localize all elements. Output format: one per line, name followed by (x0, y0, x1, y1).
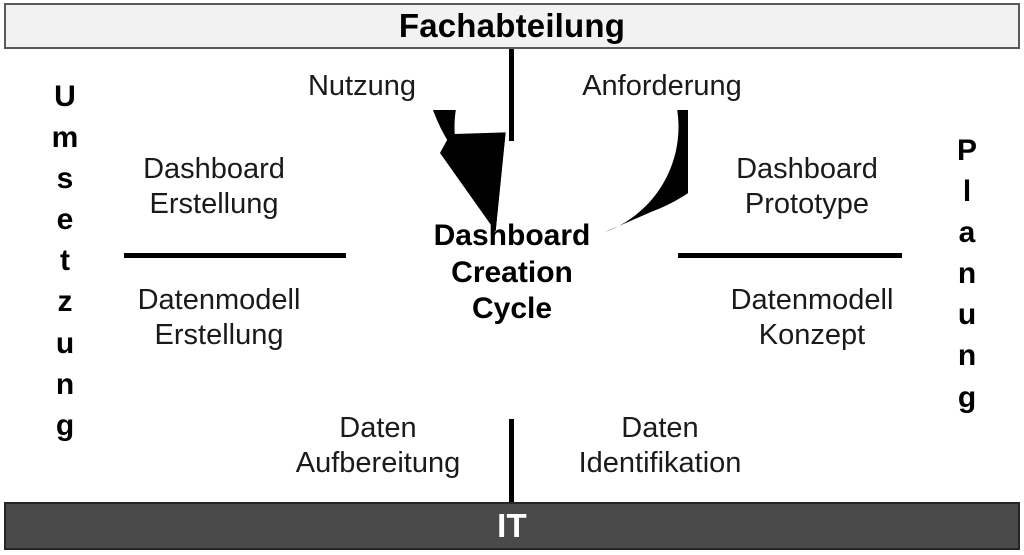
planung-letter: n (957, 257, 977, 291)
planung-letter: g (957, 380, 977, 414)
vertical-divider-bottom (509, 419, 514, 502)
planung-letter: n (957, 339, 977, 373)
umsetzung-letter: e (56, 203, 74, 237)
umsetzung-letter: g (55, 408, 75, 442)
umsetzung-vertical-label: U m s e t z u n g (40, 76, 90, 446)
horizontal-divider-right (678, 253, 902, 258)
it-label: IT (497, 507, 527, 544)
umsetzung-letter: n (55, 367, 75, 401)
stage-label-daten-identifikation: Daten Identifikation (578, 412, 742, 480)
cycle-arrow-icon (432, 110, 688, 233)
fachabteilung-bar: Fachabteilung (4, 3, 1020, 49)
planung-letter: l (962, 175, 972, 209)
planung-vertical-label: P l a n u n g (942, 130, 992, 418)
stage-label-datenmodell-erstellung: Datenmodell Erstellung (137, 284, 301, 352)
umsetzung-letter: U (54, 80, 76, 113)
stage-label-datenmodell-konzept: Datenmodell Konzept (730, 284, 894, 352)
stage-label-anforderung: Anforderung (582, 70, 742, 102)
stage-label-daten-aufbereitung: Daten Aufbereitung (295, 412, 461, 480)
planung-letter: P (956, 134, 977, 167)
umsetzung-letter: u (55, 326, 75, 360)
horizontal-divider-left (124, 253, 346, 258)
umsetzung-letter: z (57, 285, 73, 319)
umsetzung-letter: s (56, 162, 74, 196)
planung-letter: a (958, 216, 976, 250)
fachabteilung-label: Fachabteilung (398, 7, 626, 44)
stage-label-dashboard-erstellung: Dashboard Erstellung (143, 153, 285, 221)
vertical-divider-top (509, 49, 514, 141)
planung-letter: u (957, 298, 977, 332)
stage-label-dashboard-prototype: Dashboard Prototype (736, 153, 878, 221)
umsetzung-letter: m (51, 121, 79, 155)
umsetzung-letter: t (60, 244, 70, 278)
it-bar: IT (4, 502, 1020, 550)
stage-label-nutzung: Nutzung (307, 70, 416, 102)
